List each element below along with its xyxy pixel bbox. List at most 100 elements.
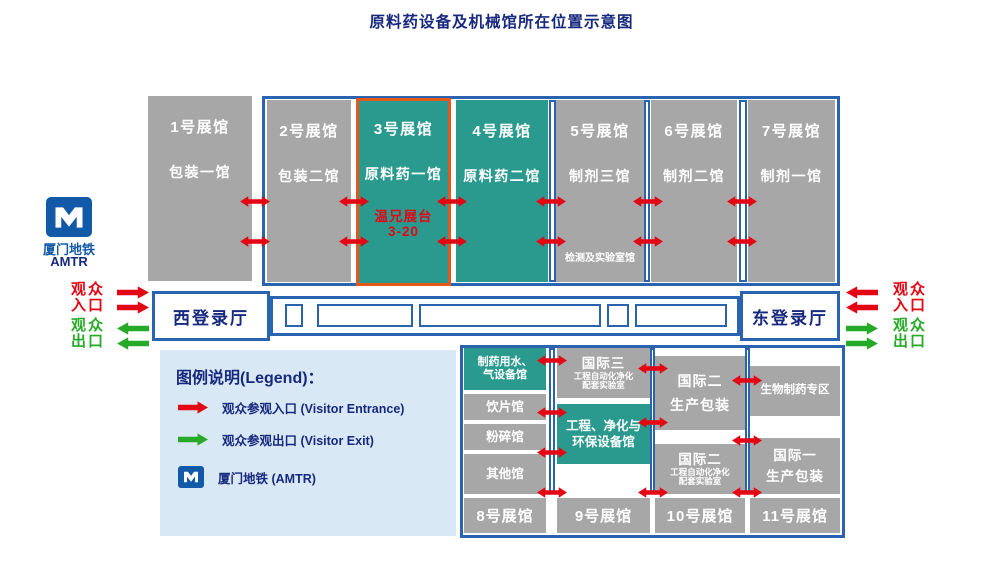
- metro-abbr: AMTR: [50, 254, 88, 269]
- hall-9-engineering-section: 工程、净化与 环保设备馆: [557, 404, 650, 464]
- hall-4-name: 4号展馆: [472, 123, 532, 140]
- legend-metro-row: 厦门地铁 (AMTR): [178, 466, 316, 488]
- page-title: 原料药设备及机械馆所在位置示意图: [369, 14, 634, 31]
- hall-6: 6号展馆 制剂二馆: [651, 100, 737, 282]
- two-way-arrow-icon: [537, 354, 567, 367]
- two-way-arrow-icon: [633, 195, 663, 208]
- entrance-arrow-icon: [117, 301, 149, 314]
- two-way-arrow-icon: [339, 195, 369, 208]
- exit-arrow-icon: [178, 433, 208, 446]
- metro-name: 厦门地铁: [42, 242, 95, 257]
- hall-2: 2号展馆 包装二馆: [267, 100, 351, 282]
- hall-2-subtitle: 包装二馆: [278, 168, 340, 184]
- corridor-gate: [635, 304, 727, 327]
- hall-10-label: 10号展馆: [655, 498, 745, 533]
- corridor-strip: [549, 100, 556, 282]
- two-way-arrow-icon: [732, 374, 762, 387]
- exit-arrow-icon: [846, 337, 878, 350]
- hall-3-name: 3号展馆: [373, 121, 434, 138]
- hall-7-subtitle: 制剂一馆: [760, 168, 823, 184]
- two-way-arrow-icon: [727, 195, 757, 208]
- hall-9-label: 9号展馆: [557, 498, 650, 533]
- two-way-arrow-icon: [437, 235, 467, 248]
- hall-5: 5号展馆 制剂三馆 检测及实验室馆: [556, 100, 644, 282]
- two-way-arrow-icon: [727, 235, 757, 248]
- hall-8-crushing-section: 粉碎馆: [464, 424, 546, 450]
- hall-11-biopharma-section: 生物制药专区: [750, 366, 840, 416]
- exit-arrow-icon: [117, 337, 149, 350]
- two-way-arrow-icon: [638, 416, 668, 429]
- hall-8-water-gas-section: 制药用水、 气设备馆: [464, 348, 546, 390]
- metro-m-icon: [52, 204, 86, 231]
- west-registration-hall: 西登录厅: [152, 291, 270, 341]
- corridor-gate: [317, 304, 413, 327]
- two-way-arrow-icon: [732, 434, 762, 447]
- metro-logo-icon: [46, 197, 92, 237]
- exit-arrow-icon: [117, 322, 149, 335]
- hall-2-name: 2号展馆: [279, 123, 339, 140]
- two-way-arrow-icon: [638, 362, 668, 375]
- metro-logo-icon: [178, 466, 204, 488]
- legend-exit-row: 观众参观出口 (Visitor Exit): [178, 430, 374, 449]
- two-way-arrow-icon: [536, 235, 566, 248]
- booth-number: 3-20: [387, 224, 420, 239]
- visitor-exit-label-right: 观众 出口: [892, 317, 927, 350]
- west-registration-label: 西登录厅: [173, 308, 249, 328]
- hall-1-name: 1号展馆: [170, 119, 230, 136]
- corridor-strip: [644, 100, 650, 282]
- hall-4-subtitle: 原料药二馆: [463, 168, 541, 184]
- corridor-gate: [285, 304, 303, 327]
- legend-title: 图例说明(Legend)：: [176, 370, 324, 387]
- hall-1: 1号展馆 包装一馆: [148, 96, 252, 281]
- hall-1-subtitle: 包装一馆: [169, 164, 231, 180]
- hall-4: 4号展馆 原料药二馆: [456, 100, 548, 282]
- hall-11-label: 11号展馆: [750, 498, 840, 533]
- legend-metro-label: 厦门地铁 (AMTR): [218, 471, 316, 486]
- legend-exit-label: 观众参观出口 (Visitor Exit): [222, 434, 374, 448]
- hall-8-herbal-section: 饮片馆: [464, 394, 546, 420]
- corridor-gate: [419, 304, 601, 327]
- two-way-arrow-icon: [638, 486, 668, 499]
- two-way-arrow-icon: [536, 195, 566, 208]
- entrance-arrow-icon: [846, 301, 878, 314]
- hall-5-note: 检测及实验室馆: [565, 253, 635, 264]
- hall-5-name: 5号展馆: [570, 123, 630, 140]
- entrance-arrow-icon: [117, 286, 149, 299]
- two-way-arrow-icon: [537, 446, 567, 459]
- legend-entrance-label: 观众参观入口 (Visitor Entrance): [222, 402, 405, 416]
- visitor-entrance-label-right: 观众 入口: [892, 281, 927, 314]
- entrance-arrow-icon: [846, 286, 878, 299]
- visitor-exit-label-left: 观众 出口: [70, 317, 105, 350]
- hall-9-international-3-section: 国际三 工程自动化净化 配套实验室: [557, 348, 650, 398]
- hall-6-name: 6号展馆: [664, 123, 724, 140]
- hall-11-intl1-packaging-section: 国际一 生产包装: [750, 438, 840, 494]
- hall-5-subtitle: 制剂三馆: [569, 168, 631, 184]
- two-way-arrow-icon: [240, 195, 270, 208]
- two-way-arrow-icon: [537, 486, 567, 499]
- hall-6-subtitle: 制剂二馆: [663, 168, 725, 184]
- legend-entrance-row: 观众参观入口 (Visitor Entrance): [178, 398, 404, 417]
- booth-highlight: 温兄展台 3-20: [359, 209, 448, 239]
- exit-arrow-icon: [846, 322, 878, 335]
- hall-7-name: 7号展馆: [761, 123, 822, 140]
- two-way-arrow-icon: [437, 195, 467, 208]
- hall-7: 7号展馆 制剂一馆: [748, 100, 835, 282]
- legend-panel: 图例说明(Legend)： 观众参观入口 (Visitor Entrance) …: [160, 350, 456, 536]
- visitor-entrance-label-left: 观众 入口: [70, 281, 105, 314]
- corridor-gate: [607, 304, 629, 327]
- hall-10-intl2-lab-section: 国际二 工程自动化净化 配套实验室: [655, 444, 745, 494]
- corridor-strip: [745, 348, 750, 494]
- two-way-arrow-icon: [633, 235, 663, 248]
- hall-8-label: 8号展馆: [464, 498, 546, 533]
- hall-3-subtitle: 原料药一馆: [364, 166, 443, 182]
- corridor-strip: [549, 348, 555, 494]
- central-corridor: [270, 296, 740, 336]
- hall-10-intl2-packaging-section: 国际二 生产包装: [655, 356, 745, 430]
- east-registration-label: 东登录厅: [752, 308, 828, 328]
- hall-3-highlighted: 3号展馆 原料药一馆 温兄展台 3-20: [356, 98, 451, 286]
- two-way-arrow-icon: [240, 235, 270, 248]
- corridor-strip: [739, 100, 747, 282]
- two-way-arrow-icon: [732, 486, 762, 499]
- booth-name: 温兄展台: [374, 209, 433, 224]
